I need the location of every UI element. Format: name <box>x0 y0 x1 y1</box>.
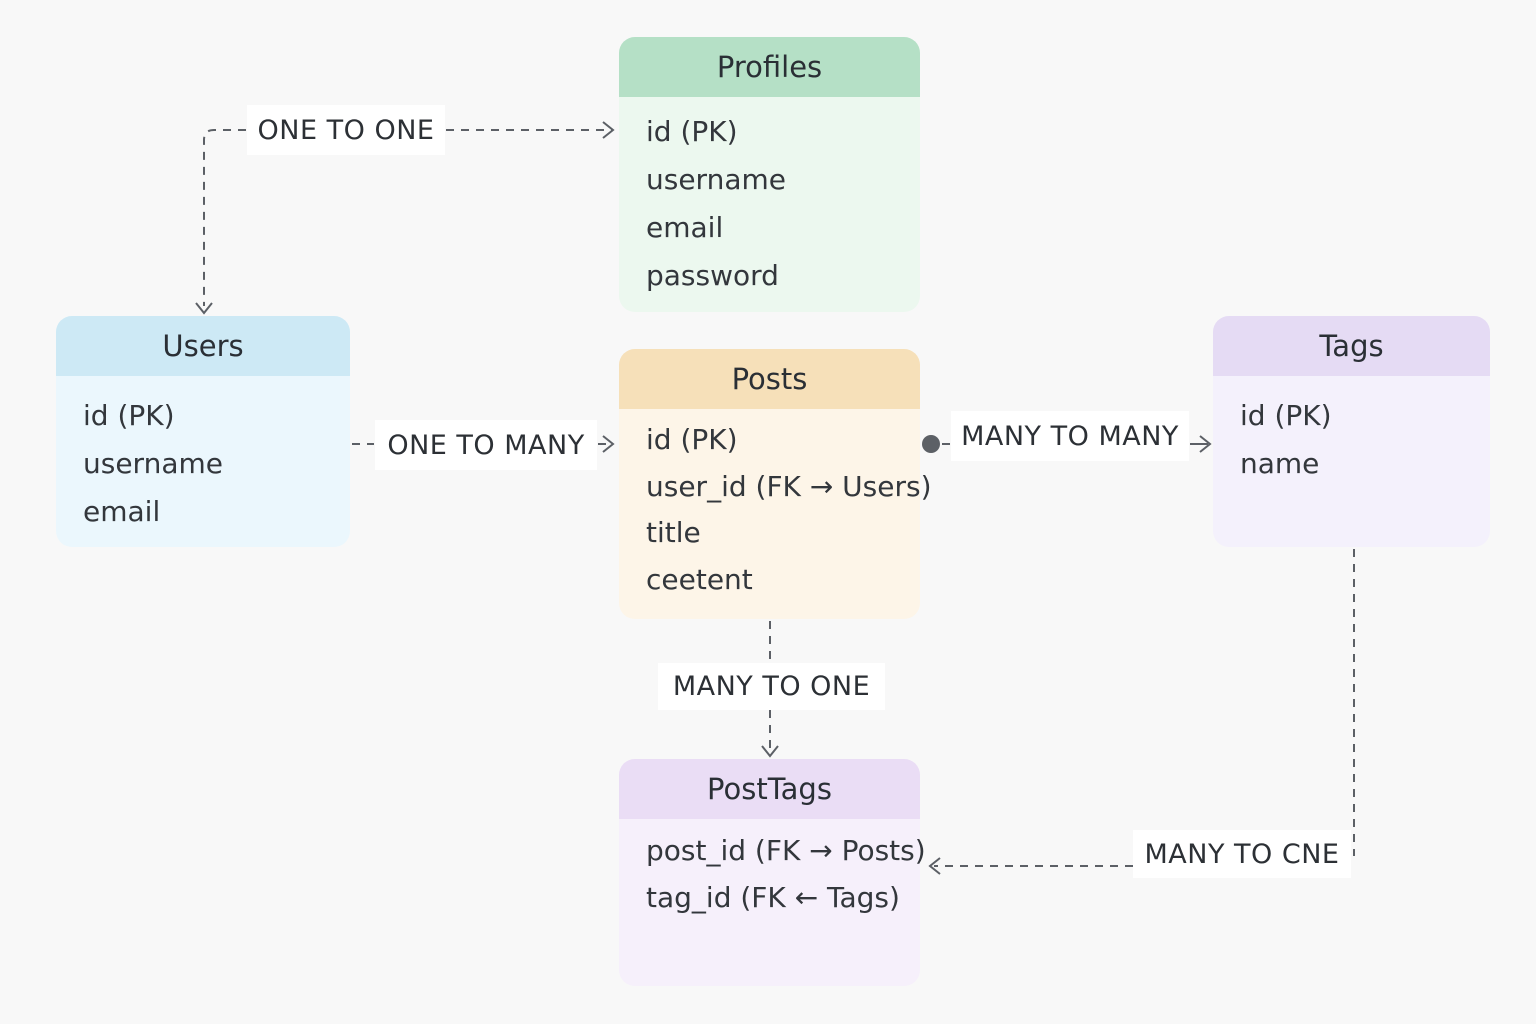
entity-posttags[interactable]: PostTags post_id (FK → Posts) tag_id (FK… <box>619 759 926 986</box>
field-profiles-password: password <box>646 259 779 292</box>
field-posttags-post-id: post_id (FK → Posts) <box>646 834 926 867</box>
rel-label-one-to-many: ONE TO MANY <box>375 420 597 470</box>
field-profiles-username: username <box>646 163 786 196</box>
rel-label-many-to-many: MANY TO MANY <box>951 411 1189 461</box>
entity-users-title: Users <box>56 316 350 376</box>
field-posts-id: id (PK) <box>646 423 738 456</box>
arrowhead-posts-left <box>602 435 615 453</box>
entity-profiles-fields: id (PK) username email password <box>619 97 920 300</box>
arrowhead-profiles <box>602 121 615 139</box>
field-users-email: email <box>83 495 161 528</box>
entity-posts[interactable]: Posts id (PK) user_id (FK → Users) title… <box>619 349 932 619</box>
arrowhead-posttags-top <box>761 745 779 758</box>
field-users-id: id (PK) <box>83 399 175 432</box>
rel-label-many-to-one-posts: MANY TO ONE <box>658 663 885 710</box>
entity-posttags-fields: post_id (FK → Posts) tag_id (FK ← Tags) <box>619 819 926 921</box>
entity-posts-fields: id (PK) user_id (FK → Users) title ceete… <box>619 409 932 603</box>
arrowhead-posttags-right <box>928 857 941 875</box>
connector-dot-posts <box>922 435 940 453</box>
field-posttags-tag-id: tag_id (FK ← Tags) <box>646 881 900 914</box>
field-posts-title: title <box>646 516 701 549</box>
field-posts-content: ceetent <box>646 562 753 596</box>
arrowhead-users <box>195 302 213 315</box>
entity-tags[interactable]: Tags id (PK) name <box>1213 316 1490 547</box>
rel-label-many-to-one-tags: MANY TO CNE <box>1133 830 1351 878</box>
field-posts-user-id: user_id (FK → Users) <box>646 469 932 503</box>
rel-label-one-to-one: ONE TO ONE <box>247 105 445 155</box>
connector-users-profiles <box>203 129 246 306</box>
entity-posttags-title: PostTags <box>619 759 920 819</box>
entity-tags-fields: id (PK) name <box>1213 376 1490 488</box>
entity-users-fields: id (PK) username email <box>56 376 350 536</box>
entity-profiles[interactable]: Profiles id (PK) username email password <box>619 37 920 312</box>
entity-users[interactable]: Users id (PK) username email <box>56 316 350 547</box>
field-users-username: username <box>83 447 223 480</box>
field-tags-name: name <box>1240 447 1320 480</box>
entity-posts-title: Posts <box>619 349 920 409</box>
field-profiles-email: email <box>646 211 724 244</box>
field-tags-id: id (PK) <box>1240 399 1332 432</box>
entity-profiles-title: Profiles <box>619 37 920 97</box>
arrowhead-tags <box>1199 435 1212 453</box>
entity-tags-title: Tags <box>1213 316 1490 376</box>
field-profiles-id: id (PK) <box>646 115 738 148</box>
